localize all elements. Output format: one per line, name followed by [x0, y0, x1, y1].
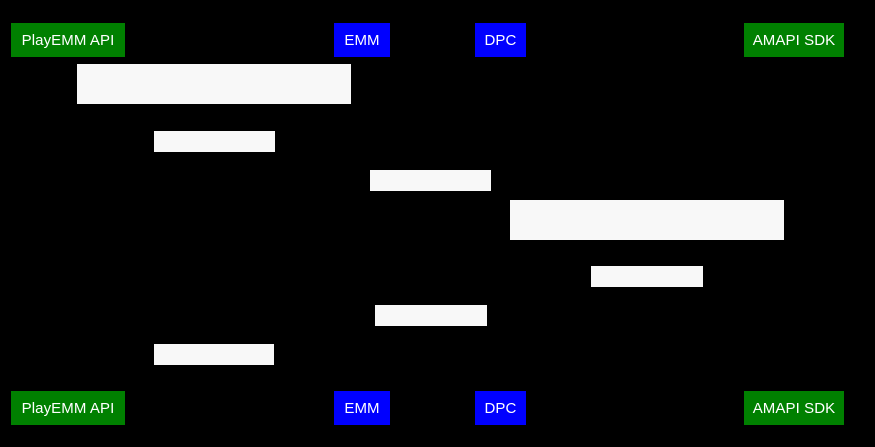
participant-label: EMM [344, 31, 380, 49]
message-line-2: .startAccountSetup(entrollment token) [525, 297, 769, 313]
arrow-devices-update [67, 365, 361, 366]
message-line-1: userId, deviceId [379, 347, 483, 363]
message-line-1: userId, deviceId [595, 308, 699, 324]
lifeline-emm [361, 57, 362, 391]
lifeline-dpc [500, 57, 501, 391]
participant-label: PlayEMM API [21, 399, 115, 417]
participant-dpc-top[interactable]: DPC [475, 23, 526, 57]
message-label-enrollment-token-response: enrollmentToken [154, 131, 275, 189]
message-line-1: devices.update() [160, 386, 268, 402]
message-label-enrollment-token-to-dpc: enrollment token [370, 170, 491, 228]
message-line-1: enrollmentToken [161, 173, 268, 189]
arrow-enrollment-token-response [67, 152, 361, 153]
message-label-userid-deviceid-from-sdk: userId, deviceId [591, 266, 703, 324]
participant-label: PlayEMM API [21, 31, 115, 49]
arrow-enrollment-token-to-dpc [361, 191, 500, 192]
participant-label: AMAPI SDK [752, 399, 836, 417]
participant-label: DPC [484, 399, 517, 417]
participant-amapi-sdk-bottom[interactable]: AMAPI SDK [744, 391, 844, 425]
participant-emm-bottom[interactable]: EMM [334, 391, 390, 425]
message-label-devices-update: devices.update() [154, 344, 274, 402]
message-label-enrollment-tokens-create: enrollmentTokens.create( enrollmentToken… [77, 64, 351, 177]
participant-playemm-api-top[interactable]: PlayEMM API [11, 23, 125, 57]
participant-label: AMAPI SDK [752, 31, 836, 49]
participant-playemm-api-bottom[interactable]: PlayEMM API [11, 391, 125, 425]
arrow-userid-deviceid-to-emm [361, 326, 500, 327]
arrow-userid-deviceid-from-sdk [500, 287, 793, 288]
participant-emm-top[interactable]: EMM [334, 23, 390, 57]
message-line-1: enrollmentTokens.create( [132, 104, 296, 120]
message-line-2: enrollmentTokenType=userlessDevice) [89, 161, 339, 177]
participant-label: DPC [484, 31, 517, 49]
message-label-start-account-setup: accountSetupClient .startAccountSetup(en… [510, 200, 784, 313]
arrow-enrollment-tokens-create [67, 104, 361, 105]
participant-label: EMM [344, 399, 380, 417]
message-label-userid-deviceid-to-emm: userId, deviceId [375, 305, 487, 363]
message-line-1: enrollment token [376, 212, 485, 228]
participant-amapi-sdk-top[interactable]: AMAPI SDK [744, 23, 844, 57]
message-line-1: accountSetupClient [584, 240, 710, 256]
arrow-start-account-setup [500, 240, 793, 241]
lifeline-playemm-api [67, 57, 68, 391]
lifeline-amapi-sdk [793, 57, 794, 391]
participant-dpc-bottom[interactable]: DPC [475, 391, 526, 425]
